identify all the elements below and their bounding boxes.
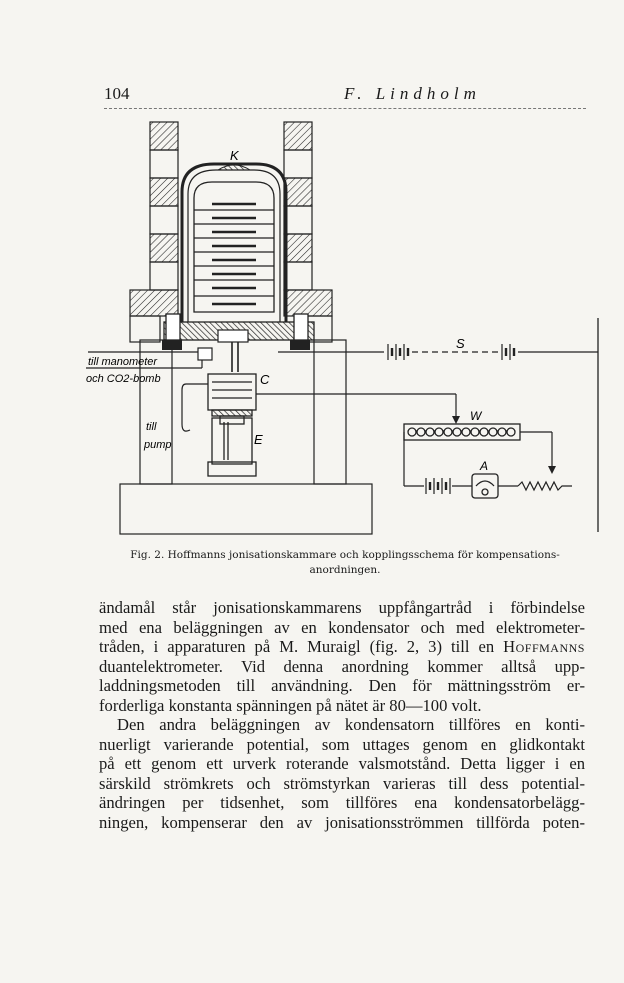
label-a: A — [479, 459, 488, 473]
text-line: med ena beläggningen av en kondensator o… — [99, 617, 585, 637]
rheostat — [517, 480, 572, 492]
page-number: 104 — [104, 84, 130, 103]
chamber-dome-outer — [180, 162, 288, 322]
battery-lower — [425, 478, 451, 494]
label-manometer: till manometer — [88, 356, 158, 368]
label-co2: och CO2-bomb — [86, 373, 161, 385]
label-e: E — [254, 432, 263, 447]
figure-caption: Fig. 2. Hoffmanns jonisationskammare och… — [96, 548, 594, 578]
text-line: ändringen per tidsenhet, som tillföres e… — [99, 793, 585, 812]
ammeter-a — [471, 473, 499, 499]
right-bolt — [293, 313, 309, 341]
left-bolt — [165, 313, 181, 341]
name-hoffmanns: Hoffmanns — [503, 637, 585, 656]
caption-line-2: anordningen. — [309, 564, 381, 576]
text-line: Den andra beläggningen av kondensatorn t… — [117, 715, 585, 734]
label-k: K — [230, 148, 240, 163]
left-pillar — [139, 339, 173, 485]
gas-valve — [197, 347, 213, 361]
label-till: till — [146, 421, 157, 433]
right-pillar — [313, 339, 347, 485]
label-s: S — [456, 336, 465, 351]
text-line: laddningsmetoden till användning. Den fö… — [99, 676, 585, 695]
battery-s — [387, 344, 598, 360]
right-lead-shield — [283, 121, 333, 343]
label-pump: pump — [143, 439, 172, 451]
text-line: tråden, i apparaturen på M. Muraigl (fig… — [99, 637, 585, 657]
electrode-stack — [193, 181, 275, 313]
text-line: särskild strömkrets och strömstyrkan var… — [99, 773, 585, 793]
label-w: W — [470, 409, 483, 423]
text-line: ningen, kompenserar den av jonisationsst… — [99, 812, 585, 832]
text-line: ändamål står jonisationskammarens uppfån… — [99, 598, 585, 617]
text-fragment: tråden, i apparaturen på M. Muraigl (fig… — [99, 637, 495, 656]
text-line: på ett genom ett urverk roterande valsmo… — [99, 754, 585, 773]
running-head: F. Lindholm — [344, 84, 481, 103]
page-header: 104 F. Lindholm — [104, 82, 586, 109]
caption-line-1: Fig. 2. Hoffmanns jonisationskammare och… — [130, 549, 560, 561]
slide-resistor-w — [403, 423, 521, 441]
body-text: ändamål står jonisationskammarens uppfån… — [99, 598, 585, 832]
base-block — [119, 483, 373, 535]
electrometer-e — [207, 415, 257, 477]
label-c: C — [260, 372, 270, 387]
text-line: forderliga konstanta spänningen på nätet… — [99, 695, 482, 715]
text-line: duantelektrometer. Vid denna anordning k… — [99, 656, 585, 676]
apparatus-figure: K C E S W A till manometer och CO2-bomb … — [86, 121, 599, 535]
text-line: nuerligt varierande potential, som uttag… — [99, 734, 585, 754]
left-lead-shield — [129, 121, 179, 343]
condenser-c — [207, 373, 257, 417]
